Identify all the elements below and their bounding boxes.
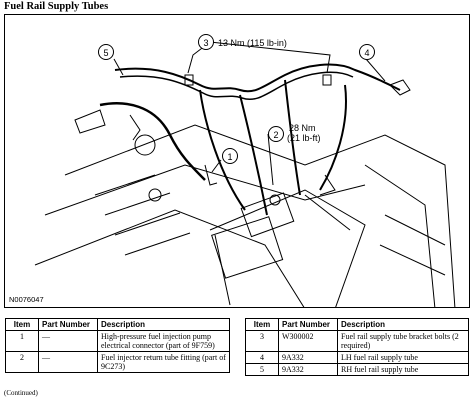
torque-spec-2-nm: 28 Nm — [289, 123, 316, 133]
col-part-number: Part Number — [38, 318, 98, 331]
col-item: Item — [245, 318, 279, 331]
description-cell: LH fuel rail supply tube — [337, 351, 469, 364]
part-number-cell: — — [38, 330, 98, 352]
part-number-cell: W300002 — [278, 330, 338, 352]
col-part-number: Part Number — [278, 318, 338, 331]
callout-4: 4 — [359, 44, 375, 60]
figure-id: N0076047 — [9, 295, 44, 304]
table-row: 2 — Fuel injector return tube fitting (p… — [5, 351, 230, 373]
item-cell: 3 — [245, 330, 279, 352]
table-row: 3 W300002 Fuel rail supply tube bracket … — [245, 330, 469, 352]
parts-table-right: Item Part Number Description 3 W300002 F… — [245, 318, 469, 376]
callout-1: 1 — [222, 148, 238, 164]
part-number-cell: 9A332 — [278, 351, 338, 364]
engine-illustration: 5 3 13 Nm (115 lb-in) 4 2 28 Nm (21 lb-f… — [4, 14, 470, 308]
engine-line-drawing — [34, 41, 456, 307]
page-title: Fuel Rail Supply Tubes — [4, 1, 109, 12]
torque-spec-3: 13 Nm (115 lb-in) — [218, 38, 287, 48]
callout-2: 2 — [268, 126, 284, 142]
item-cell: 5 — [245, 363, 279, 376]
parts-table-left: Item Part Number Description 1 — High-pr… — [5, 318, 230, 373]
table-row: 5 9A332 RH fuel rail supply tube — [245, 363, 469, 376]
part-number-cell: 9A332 — [278, 363, 338, 376]
table-row: 4 9A332 LH fuel rail supply tube — [245, 351, 469, 364]
item-cell: 1 — [5, 330, 39, 352]
description-cell: High-pressure fuel injection pump electr… — [97, 330, 230, 352]
col-item: Item — [5, 318, 39, 331]
callout-5: 5 — [98, 44, 114, 60]
item-cell: 2 — [5, 351, 39, 373]
callout-3: 3 — [198, 34, 214, 50]
col-description: Description — [337, 318, 469, 331]
torque-spec-2-lbft: (21 lb-ft) — [287, 133, 321, 143]
part-number-cell: — — [38, 351, 98, 373]
description-cell: RH fuel rail supply tube — [337, 363, 469, 376]
col-description: Description — [97, 318, 230, 331]
item-cell: 4 — [245, 351, 279, 364]
description-cell: Fuel injector return tube fitting (part … — [97, 351, 230, 373]
continued-note: (Continued) — [4, 389, 38, 397]
table-row: 1 — High-pressure fuel injection pump el… — [5, 330, 230, 352]
description-cell: Fuel rail supply tube bracket bolts (2 r… — [337, 330, 469, 352]
